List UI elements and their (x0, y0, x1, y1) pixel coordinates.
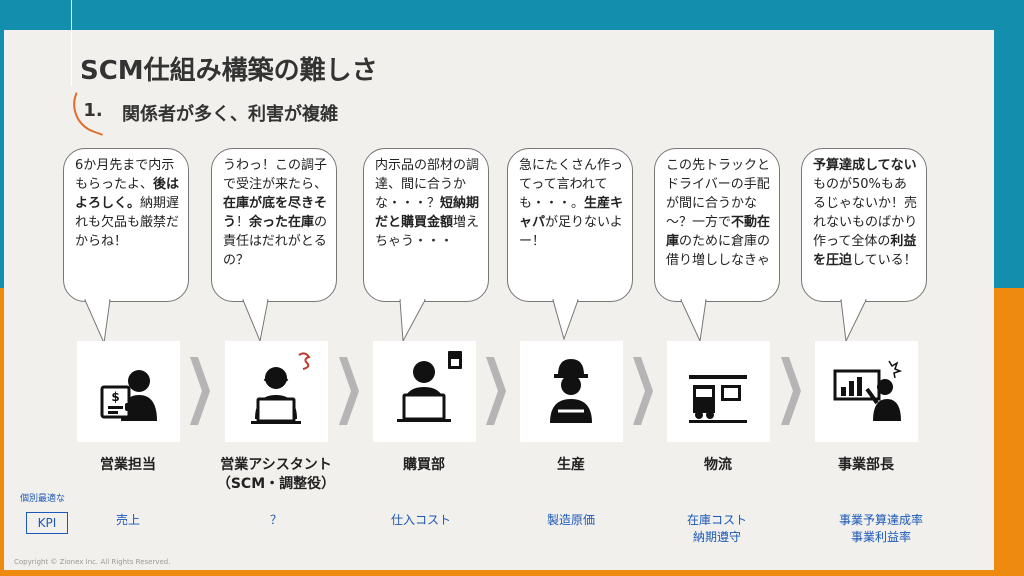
bubble-tail (680, 299, 707, 343)
divider-line (71, 0, 72, 86)
card-sales: $ (77, 341, 180, 442)
speech-bubble-sales: 6か月先まで内示もらったよ、後はよろしく。納期遅れも欠品も厳禁だからね！ (63, 148, 189, 302)
kpi-value: ？ (269, 513, 282, 527)
bubble-tail (242, 299, 269, 343)
purchasing-laptop-icon (397, 351, 462, 422)
role-label: 営業担当 (100, 457, 156, 473)
page-title: SCM仕組み構築の難しさ (80, 56, 378, 86)
card-purchasing (373, 341, 476, 442)
role-label: 購買部 (403, 457, 445, 473)
chevron-right-icon (339, 357, 359, 425)
role-label: 生産 (557, 457, 585, 473)
chevron-right-icon (486, 357, 506, 425)
kpi-label: KPI (26, 512, 68, 534)
bubble-tail (399, 299, 426, 343)
speech-bubble-logistics: この先トラックとドライバーの手配が間に合うかな～？一方で不動在庫のために倉庫の借… (654, 148, 780, 302)
card-logistics (667, 341, 770, 442)
card-assistant (225, 341, 328, 442)
bubble-tail (84, 299, 111, 345)
kpi-value: 製造原価 (546, 513, 595, 527)
kpi-value: 売上 (115, 513, 140, 527)
role-label: 物流 (704, 457, 732, 473)
worker-helmet-icon (550, 359, 592, 423)
copyright: Copyright © Zionex Inc. All Rights Reser… (14, 558, 171, 566)
subtitle-number: 1. (83, 100, 103, 121)
kpi-value: 仕入コスト (390, 513, 451, 527)
bubble-tail (840, 299, 867, 343)
card-manager (815, 341, 918, 442)
speech-bubble-manager: 予算達成してないものが50%もあるじゃないか！売れないものばかり作って全体の利益… (801, 148, 927, 302)
truck-warehouse-icon (689, 375, 747, 423)
speech-bubble-assistant: うわっ！この調子で受注が来たら、在庫が底を尽きそう！余った在庫の責任はだれがとる… (211, 148, 337, 302)
presenter-chart-icon (833, 360, 903, 421)
chevron-right-icon (781, 357, 801, 425)
sales-person-icon: $ (100, 370, 157, 421)
kpi-caption: 個別最適な (20, 494, 66, 504)
chevron-right-icon (633, 357, 653, 425)
role-label: 営業アシスタント（SCM・調整役） (216, 457, 336, 492)
role-label: 事業部長 (838, 457, 894, 473)
speech-bubble-production: 急にたくさん作ってって言われても・・・。生産キャパが足りないよー！ (507, 148, 633, 302)
svg-text:$: $ (111, 390, 119, 404)
bubble-tail (552, 299, 579, 341)
chevron-right-icon (190, 357, 210, 425)
kpi-value: 在庫コスト納期遵守 (686, 513, 747, 544)
speech-bubble-purchasing: 内示品の部材の調達、間に合うかな・・・？短納期だと購買金額増えちゃう・・・ (363, 148, 489, 302)
card-production (520, 341, 623, 442)
assistant-laptop-icon (251, 352, 311, 424)
kpi-value: 事業予算達成率事業利益率 (838, 513, 923, 544)
subtitle: 関係者が多く、利害が複雑 (122, 104, 338, 125)
